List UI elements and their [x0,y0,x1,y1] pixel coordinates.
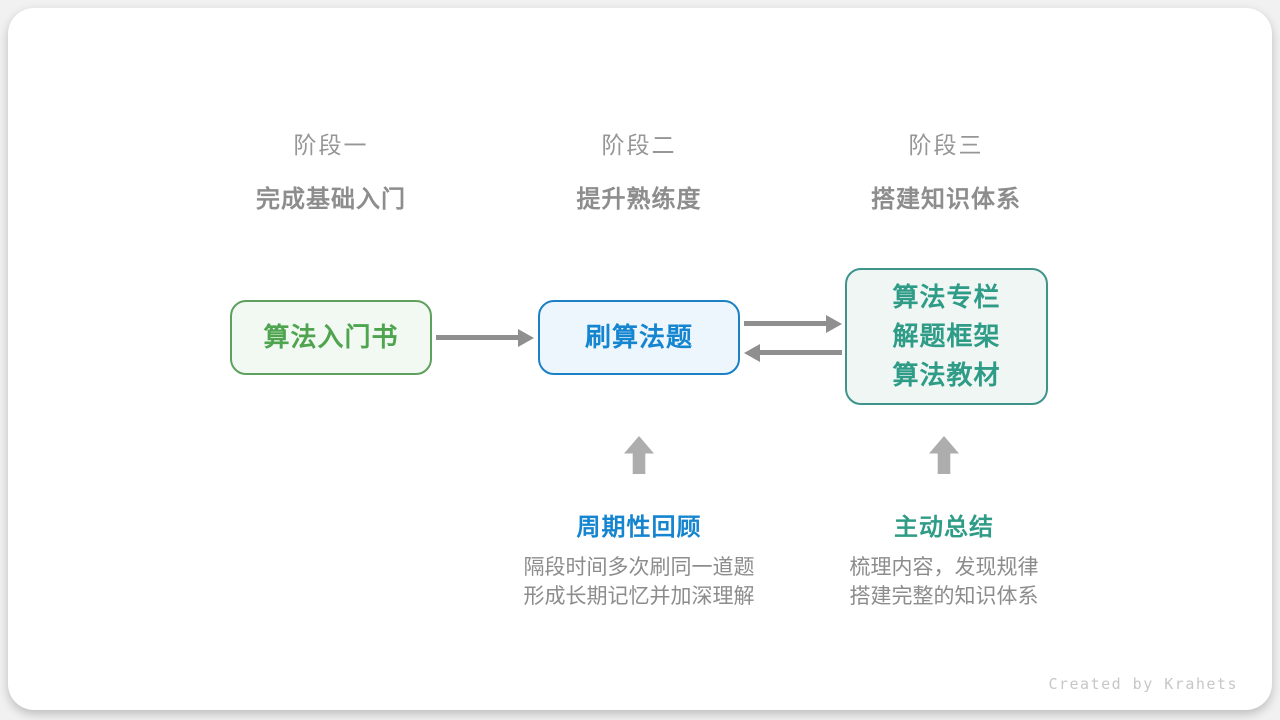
stage-2-header: 阶段二 提升熟练度 [489,126,789,214]
arrow-up-icon [624,436,654,474]
arrow-head-right-icon [826,314,842,333]
stage-3-label: 阶段三 [908,132,984,158]
credit-text: Created by Krahets [1048,675,1238,693]
stage-3-header: 阶段三 搭建知识体系 [796,126,1096,214]
stage-1-subtitle: 完成基础入门 [256,186,406,213]
callout-active-summary-desc: 梳理内容，发现规律 搭建完整的知识体系 [764,553,1124,611]
node-intro-book: 算法入门书 [230,300,432,375]
node-knowledge-line-2: 解题框架 [892,321,1001,351]
arrow-right-icon [744,314,842,333]
arrow-shaft [760,350,842,355]
stage-2-subtitle: 提升熟练度 [576,186,702,213]
callout-active-summary-desc-line-1: 梳理内容，发现规律 [849,556,1039,579]
node-knowledge-line-3: 算法教材 [892,360,1001,390]
node-practice-problems: 刷算法题 [538,300,740,375]
node-intro-book-label: 算法入门书 [263,322,399,352]
node-knowledge-sources: 算法专栏 解题框架 算法教材 [845,268,1048,405]
node-practice-problems-label: 刷算法题 [584,322,693,352]
node-knowledge-line-1: 算法专栏 [892,282,1001,312]
arrow-left-icon [744,343,842,362]
arrow-right-icon [436,328,534,347]
callout-periodic-review-desc-line-2: 形成长期记忆并加深理解 [523,585,755,608]
arrow-up-icon [929,436,959,474]
stage-3-subtitle: 搭建知识体系 [871,186,1021,213]
stage-1-label: 阶段一 [293,132,369,158]
arrow-head-left-icon [744,343,760,362]
stage-1-header: 阶段一 完成基础入门 [181,126,481,214]
callout-periodic-review-desc: 隔段时间多次刷同一道题 形成长期记忆并加深理解 [459,553,819,611]
arrow-head-right-icon [518,328,534,347]
callout-active-summary-desc-line-2: 搭建完整的知识体系 [849,585,1039,608]
arrow-shaft [436,335,518,340]
callout-periodic-review-title: 周期性回顾 [576,514,702,541]
callout-active-summary-title: 主动总结 [894,514,994,541]
stage-2-label: 阶段二 [601,132,677,158]
callout-periodic-review-desc-line-1: 隔段时间多次刷同一道题 [523,556,755,579]
arrow-shaft [744,321,826,326]
